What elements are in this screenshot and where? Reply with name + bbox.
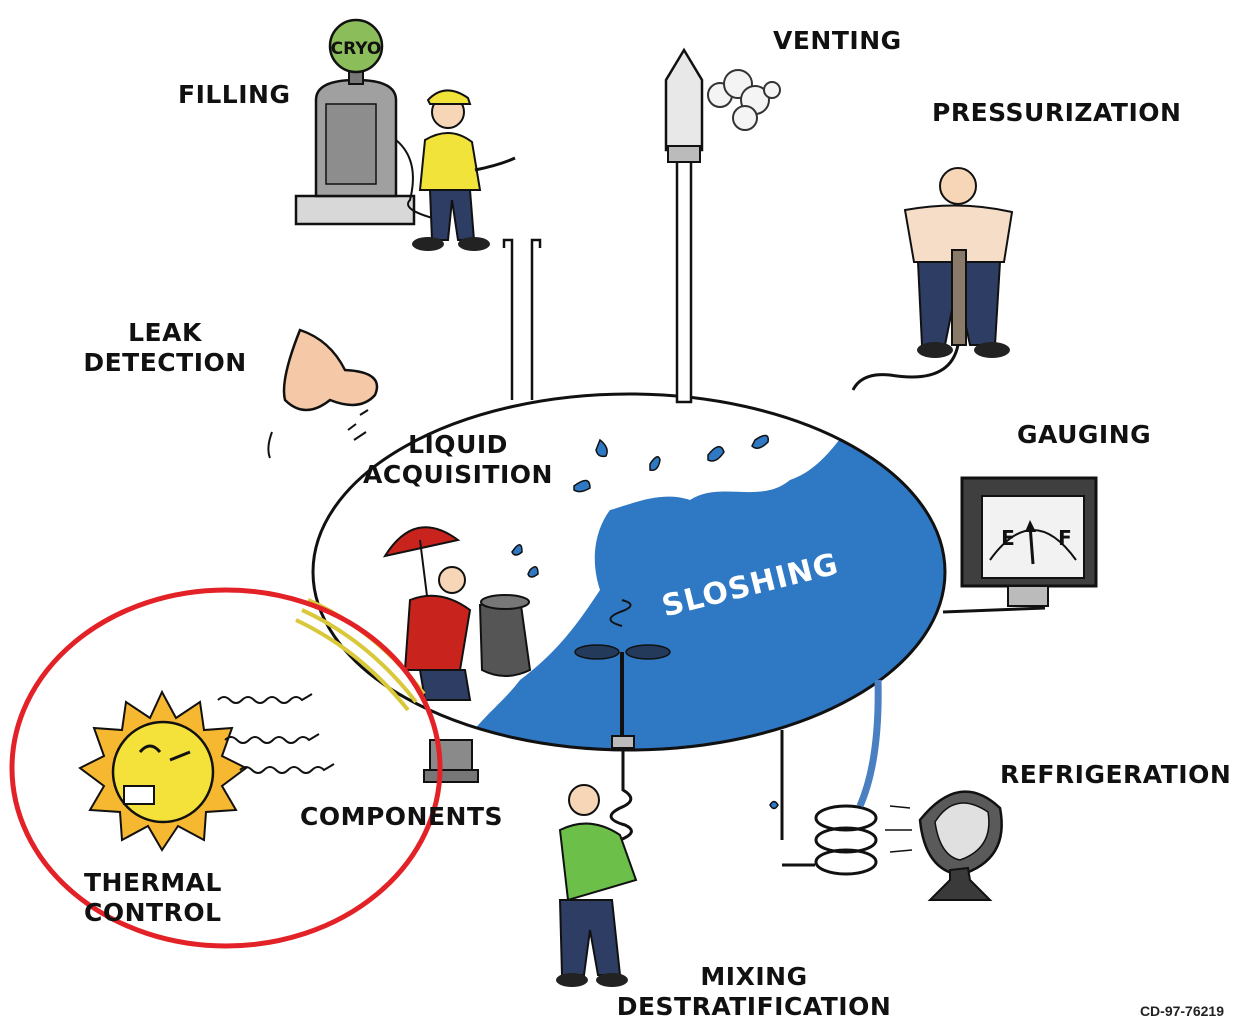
figure-id: CD-97-76219	[1139, 1003, 1224, 1019]
label-leak-detection: LEAK DETECTION	[80, 318, 250, 378]
label-gauging: GAUGING	[1017, 420, 1152, 449]
label-thermal-control: THERMAL CONTROL	[84, 868, 222, 928]
nose-icon	[267, 328, 379, 459]
cooling-coil-icon	[769, 679, 882, 876]
label-mixing-destratification: MIXING DESTRATIFICATION	[604, 962, 904, 1022]
umbrella-man-figure	[382, 526, 532, 701]
gauge-full-label: F	[1058, 526, 1072, 550]
sun-icon	[78, 689, 248, 852]
label-thermal-control-line1: THERMAL	[84, 868, 222, 897]
pump-sign-label: CRYO	[331, 39, 382, 59]
rocket-icon	[664, 47, 704, 163]
label-liquid-acquisition-line1: LIQUID	[408, 430, 508, 459]
highlight-circle	[9, 587, 443, 949]
fan-icon	[885, 790, 1003, 901]
pressurization-man-figure	[851, 167, 1014, 391]
label-leak-detection-line2: DETECTION	[83, 348, 247, 377]
label-filling: FILLING	[178, 80, 291, 109]
vent-pipe	[675, 158, 693, 404]
label-mixing-line2: DESTRATIFICATION	[616, 992, 892, 1021]
label-mixing-line1: MIXING	[700, 962, 808, 991]
gauge-empty-label: E	[1001, 526, 1015, 550]
label-liquid-acquisition: LIQUID ACQUISITION	[360, 430, 556, 490]
label-thermal-control-line2: CONTROL	[84, 898, 222, 927]
label-refrigeration: REFRIGERATION	[1000, 760, 1232, 789]
droplets	[511, 434, 769, 578]
label-liquid-acquisition-line2: ACQUISITION	[363, 460, 553, 489]
steam-cloud-icon	[707, 69, 781, 131]
label-components: COMPONENTS	[300, 802, 504, 831]
filling-man-figure	[412, 89, 516, 251]
fill-pipe	[502, 238, 542, 400]
tank	[311, 392, 947, 752]
cryo-pump-icon	[294, 18, 441, 226]
mixer-propeller-icon	[574, 599, 671, 859]
mixing-man-figure	[556, 784, 638, 987]
label-leak-detection-line1: LEAK	[128, 318, 202, 347]
label-venting: VENTING	[773, 26, 902, 55]
label-pressurization: PRESSURIZATION	[932, 98, 1182, 127]
heat-ray-arrows	[217, 693, 335, 774]
liquid-body	[470, 400, 945, 750]
valve-component-icon	[423, 739, 479, 783]
fuel-gauge-icon	[942, 476, 1098, 614]
